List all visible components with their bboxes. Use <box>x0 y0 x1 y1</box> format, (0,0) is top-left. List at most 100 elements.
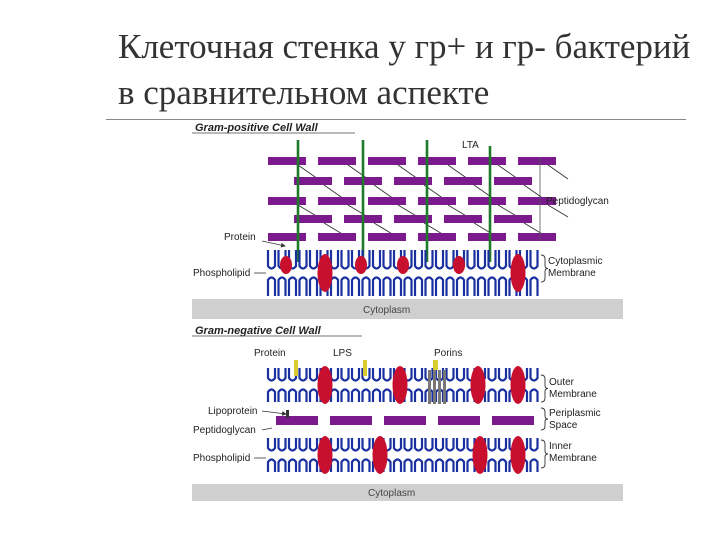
gn-inner-phospholipid <box>413 458 424 472</box>
lps-molecule <box>433 360 438 370</box>
gn-inner-phospholipid <box>455 438 466 452</box>
gn-outer-phospholipid <box>308 368 319 382</box>
gp-phospholipid <box>392 276 403 296</box>
peptidoglycan-strand <box>268 197 306 205</box>
gn-inner-phospholipid <box>308 458 319 472</box>
gn-outer-phospholipid <box>361 388 371 402</box>
title-divider <box>106 119 686 120</box>
peptide-crosslink <box>447 164 469 180</box>
gn-protein-label: Protein <box>254 348 286 359</box>
gp-phospholipid <box>434 276 445 296</box>
gn-outer-phospholipid <box>445 368 455 382</box>
gp-cytoplasm-band <box>192 299 623 319</box>
peptide-crosslink <box>347 164 369 180</box>
gp-phospholipid <box>371 250 382 270</box>
gp-phospholipid <box>434 250 445 270</box>
peptidoglycan-strand <box>276 416 318 425</box>
gn-inner-phospholipid <box>497 458 508 472</box>
gp-phospholipid <box>497 250 508 270</box>
slide-title: Клеточная стенка у гр+ и гр- бактерий в … <box>118 27 691 112</box>
peptidoglycan-strand <box>518 197 556 205</box>
gram-negative-inner-membrane <box>266 436 539 474</box>
layer-brace <box>540 374 549 403</box>
gp-phospholipid <box>340 276 350 296</box>
gn-inner-phospholipid <box>287 438 298 452</box>
gn-inner-phospholipid <box>403 458 413 472</box>
gram-negative-outer-membrane <box>266 360 539 404</box>
gn-inner-label-line1: Inner <box>549 441 572 452</box>
peptidoglycan-strand <box>294 215 332 223</box>
gp-phospholipid <box>340 250 350 270</box>
gn-periplasmic-label-line2: Space <box>549 420 578 431</box>
gp-protein <box>397 256 409 274</box>
gn-inner-phospholipid <box>445 458 455 472</box>
gn-outer-phospholipid <box>371 368 382 382</box>
gram-positive-peptidoglycan-layers <box>268 157 569 241</box>
gn-outer-phospholipid <box>487 368 497 382</box>
layer-brace <box>540 407 549 431</box>
gp-protein <box>280 256 292 274</box>
gn-outer-integral-protein <box>392 366 408 404</box>
gn-inner-phospholipid <box>445 438 455 452</box>
peptidoglycan-strand <box>268 233 306 241</box>
gn-outer-phospholipid <box>266 388 277 402</box>
gn-outer-integral-protein <box>470 366 486 404</box>
gn-inner-integral-protein <box>510 436 526 474</box>
peptidoglycan-strand <box>294 177 332 185</box>
gram-positive-membrane <box>266 250 539 296</box>
gn-outer-phospholipid <box>455 388 466 402</box>
gn-outer-phospholipid <box>287 388 298 402</box>
gp-phospholipid <box>298 276 308 296</box>
peptidoglycan-strand <box>318 197 356 205</box>
peptide-crosslink <box>497 164 519 180</box>
gp-phospholipid <box>298 250 308 270</box>
gn-inner-phospholipid <box>424 438 434 452</box>
gn-outer-phospholipid <box>497 368 508 382</box>
peptidoglycan-strand <box>494 215 532 223</box>
gn-outer-phospholipid <box>277 368 287 382</box>
gn-inner-phospholipid <box>298 458 308 472</box>
gram-negative-peptidoglycan <box>276 410 534 425</box>
gn-inner-phospholipid <box>403 438 413 452</box>
gp-phospholipid <box>529 250 539 270</box>
gn-inner-phospholipid <box>529 438 539 452</box>
gn-outer-label-line2: Membrane <box>549 389 597 400</box>
gp-phospholipid <box>466 276 476 296</box>
peptide-crosslink <box>523 184 545 200</box>
gp-protein <box>355 256 367 274</box>
porin-channel <box>433 370 436 404</box>
porin-channel <box>438 370 441 404</box>
gp-phospholipid <box>308 250 319 270</box>
gn-inner-integral-protein <box>472 436 488 474</box>
peptidoglycan-strand <box>494 177 532 185</box>
gn-lipoprotein-label: Lipoprotein <box>208 406 257 417</box>
gn-inner-phospholipid <box>340 438 350 452</box>
gn-outer-phospholipid <box>371 388 382 402</box>
gn-inner-integral-protein <box>372 436 388 474</box>
gp-phospholipid <box>350 276 361 296</box>
peptide-crosslink <box>547 164 569 180</box>
gn-inner-phospholipid <box>277 458 287 472</box>
peptidoglycan-strand <box>318 157 356 165</box>
peptidoglycan-strand <box>444 215 482 223</box>
peptide-crosslink <box>297 164 319 180</box>
peptide-crosslink <box>547 204 569 218</box>
peptidoglycan-strand <box>438 416 480 425</box>
gp-phospholipid <box>445 250 455 270</box>
gn-cytoplasm-band <box>192 484 623 501</box>
gn-outer-phospholipid <box>413 368 424 382</box>
gp-phospholipid <box>287 276 298 296</box>
gn-lipoprotein-pointer <box>261 410 287 416</box>
lps-molecule <box>363 360 367 376</box>
gn-inner-phospholipid <box>424 458 434 472</box>
peptidoglycan-strand <box>518 233 556 241</box>
gp-phospholipid <box>413 276 424 296</box>
gn-inner-phospholipid <box>361 458 371 472</box>
peptidoglycan-strand <box>318 233 356 241</box>
peptide-crosslink <box>373 184 395 200</box>
gn-inner-phospholipid <box>266 458 277 472</box>
gn-inner-phospholipid <box>298 438 308 452</box>
gn-outer-integral-protein <box>317 366 333 404</box>
peptidoglycan-strand <box>330 416 372 425</box>
gn-phospholipid-label: Phospholipid <box>193 453 250 464</box>
